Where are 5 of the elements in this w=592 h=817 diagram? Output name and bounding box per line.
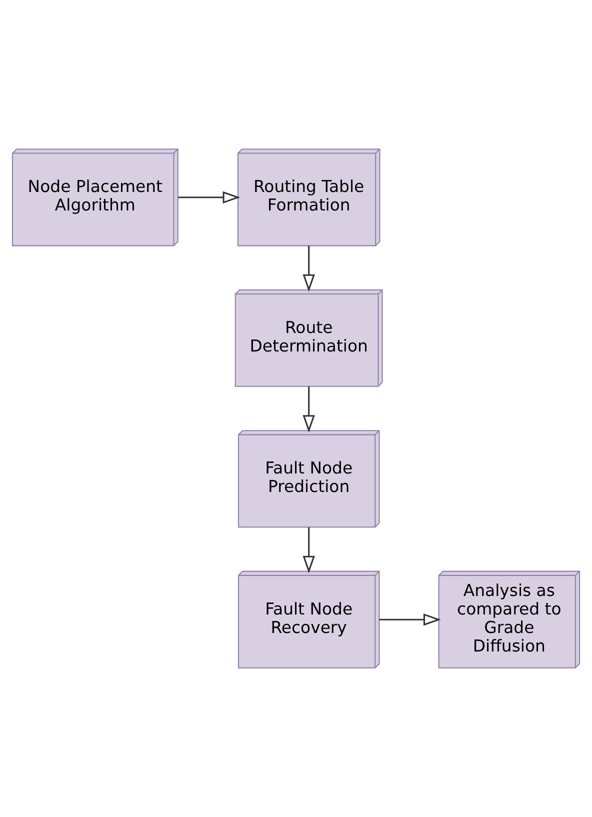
arrow <box>302 527 315 574</box>
arrow <box>302 246 315 292</box>
arrow <box>302 386 315 433</box>
arrow <box>379 613 441 626</box>
arrow <box>178 191 240 204</box>
